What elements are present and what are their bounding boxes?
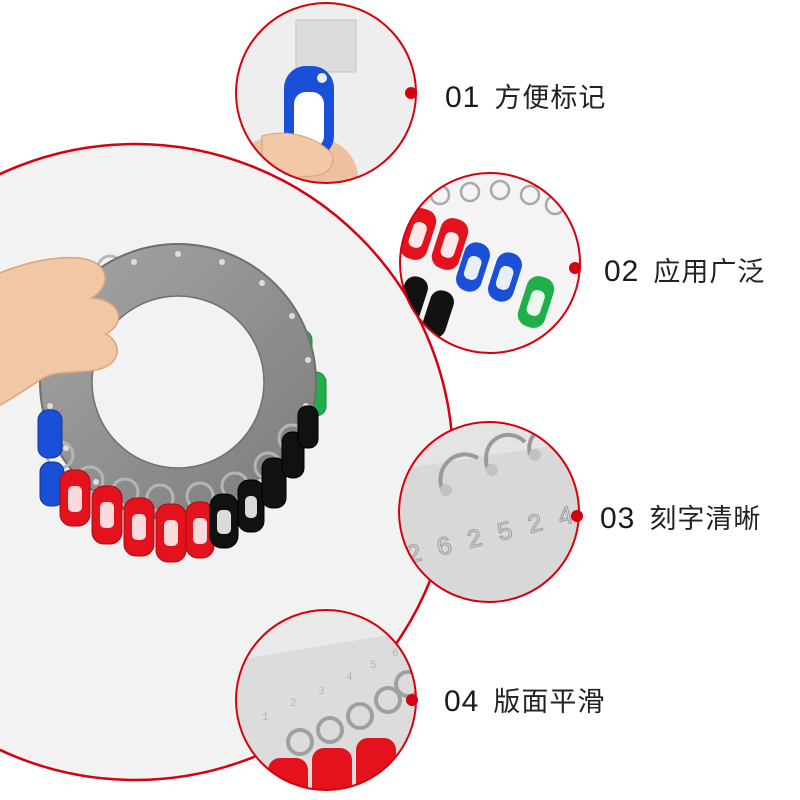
label-dot-4: [406, 694, 418, 706]
svg-text:1: 1: [262, 712, 269, 724]
svg-text:2: 2: [290, 698, 297, 710]
feature-number-1: 01: [445, 81, 481, 114]
svg-text:5: 5: [370, 660, 377, 672]
svg-text:4: 4: [346, 672, 353, 684]
feature-text-4: 版面平滑: [493, 687, 606, 718]
detail-photo-1: [236, 3, 416, 183]
detail-circle-2-border: [399, 172, 581, 354]
blue-key-tags: [37, 409, 65, 507]
feature-text-3: 刻字清晰: [649, 504, 762, 535]
label-dot-3: [571, 510, 583, 522]
feature-number-3: 03: [600, 502, 636, 535]
hand: [0, 256, 120, 431]
svg-text:3: 3: [318, 686, 325, 698]
black-key-tags: [209, 405, 319, 549]
svg-text:6: 6: [392, 648, 399, 660]
feature-number-4: 04: [444, 685, 480, 718]
feature-text-1: 方便标记: [494, 83, 607, 114]
detail-photo-3: 2 6 2 5 2 4: [399, 422, 579, 602]
feature-text-2: 应用广泛: [653, 257, 766, 288]
label-dot-1: [405, 87, 417, 99]
detail-photo-4: 1 2 3 4 5 6: [236, 610, 416, 790]
label-dot-2: [569, 262, 581, 274]
feature-number-2: 02: [604, 255, 640, 288]
feature-label-1: 01 方便标记: [445, 76, 606, 115]
feature-label-3: 03 刻字清晰: [600, 497, 761, 536]
feature-label-2: 02 应用广泛: [604, 250, 765, 289]
feature-label-4: 04 版面平滑: [444, 680, 605, 719]
